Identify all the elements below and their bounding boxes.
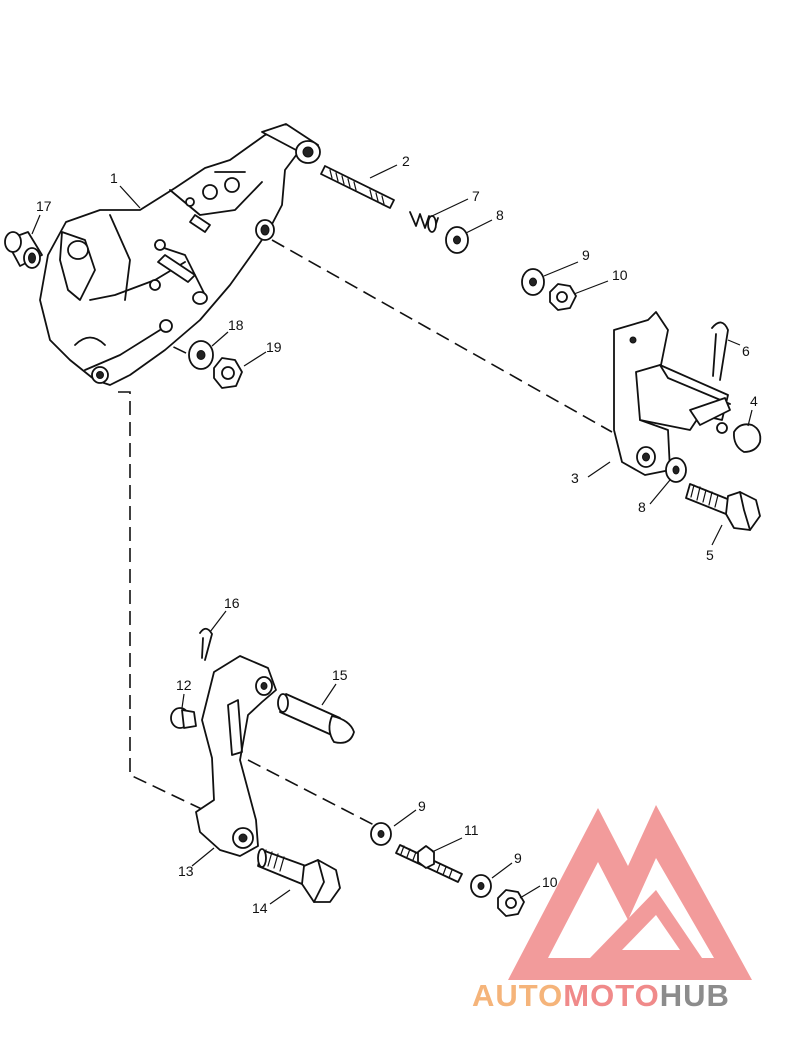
cotter-pin-part-6 xyxy=(711,321,729,381)
washer-part-9-upper xyxy=(521,268,545,296)
bushing-part-12 xyxy=(170,707,197,729)
main-bracket-part-1 xyxy=(39,123,321,386)
watermark-logo: AUTOMOTOHUB xyxy=(472,805,752,1013)
part-label-4: 4 xyxy=(750,393,758,409)
part-label-3: 3 xyxy=(571,470,579,486)
part-label-6: 6 xyxy=(742,343,750,359)
watermark-text-hub: HUB xyxy=(660,978,730,1013)
part-label-14: 14 xyxy=(252,900,268,916)
washer-part-8-upper xyxy=(445,226,469,254)
part-label-17: 17 xyxy=(36,198,52,214)
stud-part-11 xyxy=(395,844,463,883)
part-label-18: 18 xyxy=(228,317,244,333)
part-label-9-lower-right: 9 xyxy=(514,850,522,866)
nut-part-19 xyxy=(213,357,243,389)
part-label-10-lower: 10 xyxy=(542,874,558,890)
bolt-part-5 xyxy=(685,483,761,531)
pin-part-15 xyxy=(277,693,355,744)
sleeve-part-17 xyxy=(4,231,43,269)
part-label-8-lower: 8 xyxy=(638,499,646,515)
nut-part-10-upper xyxy=(549,283,577,311)
spring-part-7 xyxy=(409,211,439,233)
part-label-9-upper: 9 xyxy=(582,247,590,263)
part-label-15: 15 xyxy=(332,667,348,683)
cotter-pin-part-16 xyxy=(199,627,213,661)
washer-part-18 xyxy=(188,340,214,370)
washer-part-9-lower-right xyxy=(470,874,492,898)
watermark-triangle-icon xyxy=(508,805,752,980)
part-label-9-lower-left: 9 xyxy=(418,798,426,814)
stud-part-2 xyxy=(320,165,395,209)
watermark-text-auto: AUTO xyxy=(472,978,563,1013)
part-label-13: 13 xyxy=(178,863,194,879)
nut-part-10-lower xyxy=(497,889,525,917)
part-label-12: 12 xyxy=(176,677,192,693)
leader-lines xyxy=(31,164,753,905)
part-label-5: 5 xyxy=(706,547,714,563)
part-number-labels: 1 2 3 4 5 6 7 8 8 9 9 9 10 10 11 12 13 1… xyxy=(36,153,758,916)
watermark-text-moto: MOTO xyxy=(563,978,659,1013)
part-label-8-upper: 8 xyxy=(496,207,504,223)
part-label-10-upper: 10 xyxy=(612,267,628,283)
washer-part-9-lower-left xyxy=(370,822,392,846)
cap-part-4 xyxy=(733,423,762,453)
lever-bracket-part-3 xyxy=(613,311,731,476)
part-label-11: 11 xyxy=(464,822,479,838)
washer-part-8-lower xyxy=(665,457,687,483)
part-label-16: 16 xyxy=(224,595,240,611)
lever-part-13 xyxy=(195,655,277,857)
shoulder-bolt-part-14 xyxy=(257,848,341,903)
svg-text:AUTOMOTOHUB: AUTOMOTOHUB xyxy=(472,978,730,1013)
part-label-19: 19 xyxy=(266,339,282,355)
part-label-1: 1 xyxy=(110,170,118,186)
part-label-2: 2 xyxy=(402,153,410,169)
part-label-7: 7 xyxy=(472,188,480,204)
